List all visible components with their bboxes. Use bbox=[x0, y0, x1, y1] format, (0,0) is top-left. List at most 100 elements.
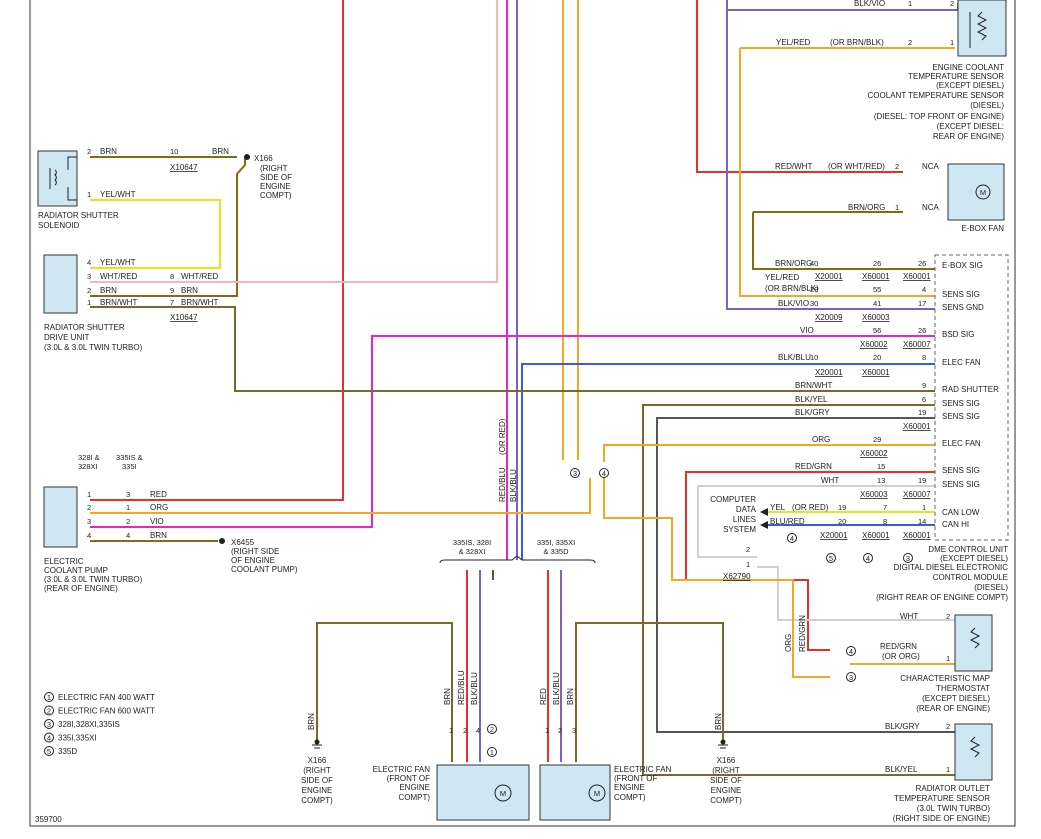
x166-left-l3: ENGINE bbox=[302, 786, 333, 795]
lbl-dm-yelred: YEL/RED bbox=[765, 273, 799, 282]
pin-sol-1: 1 bbox=[87, 190, 91, 199]
dme-l6: (RIGHT REAR OF ENGINE COMPT) bbox=[876, 593, 1008, 602]
can-hi-arrow bbox=[760, 521, 768, 529]
pin-ro-1: 1 bbox=[946, 765, 950, 774]
marker-2 bbox=[487, 724, 497, 734]
lbl-dm-blkyel: BLK/YEL bbox=[795, 395, 828, 404]
dme-pin-label: E-BOX SIG bbox=[942, 261, 983, 270]
wire-violet-ect bbox=[726, 0, 959, 11]
pin-p3b: 2 bbox=[126, 517, 130, 526]
marker-5 bbox=[826, 553, 836, 563]
pin-19c: 19 bbox=[838, 503, 846, 512]
dme-pin-label: SENS SIG bbox=[942, 412, 980, 421]
wire-brnorg-ebox bbox=[752, 211, 935, 270]
dme-l4: CONTROL MODULE bbox=[933, 573, 1008, 582]
pin-fr-3: 3 bbox=[572, 726, 576, 735]
solenoid-coil-icon bbox=[49, 156, 77, 201]
wire-brnwht-rad-shutter bbox=[165, 306, 935, 392]
wire-blkblu-elec-fan bbox=[521, 363, 935, 560]
lbl-mt-wht: WHT bbox=[900, 612, 918, 621]
dme-pin-label: SENS GND bbox=[942, 303, 984, 312]
x166-left-id: X166 bbox=[308, 756, 327, 765]
lbl-mt-redgrn2: RED/GRN bbox=[798, 615, 807, 652]
lbl-dm-brnorg: BRN/ORG bbox=[775, 259, 812, 268]
wire-wht-thermostat-b bbox=[757, 566, 955, 621]
lbl-d7: BRN/WHT bbox=[181, 298, 218, 307]
marker-4a-num: 4 bbox=[602, 469, 606, 478]
lbl-dm-blkblu: BLK/BLU bbox=[778, 353, 811, 362]
lbl-p1: RED bbox=[150, 490, 167, 499]
can-low-arrow bbox=[760, 508, 768, 516]
radiator-shutter-drive-unit bbox=[43, 254, 78, 314]
lbl-dm-wht: WHT bbox=[821, 476, 839, 485]
x6455-l2: OF ENGINE bbox=[231, 556, 275, 565]
lbl-eb2: BRN/ORG bbox=[848, 203, 885, 212]
ground-left-dot bbox=[314, 739, 320, 745]
cdl-l2: DATA bbox=[736, 505, 757, 514]
lbl-ect2a: YEL/RED bbox=[776, 38, 810, 47]
var-328b: 328XI bbox=[78, 462, 98, 471]
legend-marker bbox=[44, 692, 54, 702]
pin-p1b: 3 bbox=[126, 490, 130, 499]
pin-fr-1: 1 bbox=[545, 726, 549, 735]
pin-d2: 2 bbox=[87, 286, 91, 295]
ect-l3: (EXCEPT DIESEL) bbox=[936, 81, 1004, 90]
x166-right-l3: ENGINE bbox=[711, 786, 742, 795]
ebox-fan-title: E-BOX FAN bbox=[961, 224, 1004, 233]
marker-4d bbox=[846, 646, 856, 656]
legend-num: 4 bbox=[47, 734, 51, 743]
ground-x6455-icon bbox=[219, 538, 225, 544]
radiator-outlet-temp-sensor bbox=[954, 723, 993, 781]
pin-fl-4: 4 bbox=[476, 726, 480, 735]
wire-org-elec-fan bbox=[603, 444, 935, 462]
marker-3c-num: 3 bbox=[849, 673, 853, 682]
pin-mt-2: 2 bbox=[946, 612, 950, 621]
lbl-nca2: NCA bbox=[922, 203, 940, 212]
pin-eb-1: 1 bbox=[895, 203, 899, 212]
pin-6: 6 bbox=[922, 395, 926, 404]
lbl-d9: BRN bbox=[181, 286, 198, 295]
wire-red-coolant-pump bbox=[90, 0, 344, 501]
pin-26c: 26 bbox=[918, 326, 926, 335]
cdl-l3: LINES bbox=[733, 515, 756, 524]
wire-vio-bsd bbox=[90, 335, 935, 528]
conn-x20001: X20001 bbox=[815, 272, 843, 281]
pin-d8: 8 bbox=[170, 272, 174, 281]
lbl-d4: YEL/WHT bbox=[100, 258, 136, 267]
dme-control-unit bbox=[934, 254, 1009, 541]
grp-right-2: & 335D bbox=[543, 547, 569, 556]
electric-fan-left bbox=[436, 764, 530, 821]
wire-blkgry-outlet bbox=[656, 417, 955, 733]
variant-markers: 3 4 4 5 4 3 4 3 2 1 bbox=[487, 468, 913, 757]
conn-x60001: X60001 bbox=[903, 531, 931, 540]
conn-x60002: X60002 bbox=[860, 340, 888, 349]
outlet-l1: RADIATOR OUTLET bbox=[916, 784, 990, 793]
lbl-g-brn2: BRN bbox=[714, 713, 723, 730]
solenoid-title-2: SOLENOID bbox=[38, 221, 80, 230]
lbl-v-blkblu: BLK/BLU bbox=[509, 469, 518, 502]
pin-p2b: 1 bbox=[126, 503, 130, 512]
marker-3a-num: 3 bbox=[573, 469, 577, 478]
lbl-dm-brnwht: BRN/WHT bbox=[795, 381, 832, 390]
dme-pin-label: RAD SHUTTER bbox=[942, 385, 999, 394]
map-l3: (EXCEPT DIESEL) bbox=[922, 694, 990, 703]
ground-x166-right-icon bbox=[718, 744, 728, 749]
ground-right-dot bbox=[720, 739, 726, 745]
pump-title-4: (REAR OF ENGINE) bbox=[44, 584, 118, 593]
pin-p4b: 4 bbox=[126, 531, 130, 540]
fan-right-motor-icon bbox=[588, 784, 606, 802]
pin-p1: 1 bbox=[87, 490, 91, 499]
x166-right-l1: (RIGHT bbox=[712, 766, 740, 775]
pin-d3: 3 bbox=[87, 272, 91, 281]
fan-right-l3: ENGINE bbox=[614, 783, 645, 792]
legend-text: 335I,335XI bbox=[58, 734, 97, 743]
marker-1 bbox=[487, 747, 497, 757]
pin-p4: 4 bbox=[87, 531, 91, 540]
ect-l4: COOLANT TEMPERATURE SENSOR bbox=[868, 91, 1005, 100]
legend-marker bbox=[44, 705, 54, 716]
marker-4b bbox=[787, 533, 797, 543]
conn-x60007b: X60007 bbox=[903, 490, 931, 499]
x166-right-l2: SIDE OF bbox=[710, 776, 742, 785]
legend-text: 335D bbox=[58, 747, 77, 756]
pin-20a: 20 bbox=[873, 353, 881, 362]
